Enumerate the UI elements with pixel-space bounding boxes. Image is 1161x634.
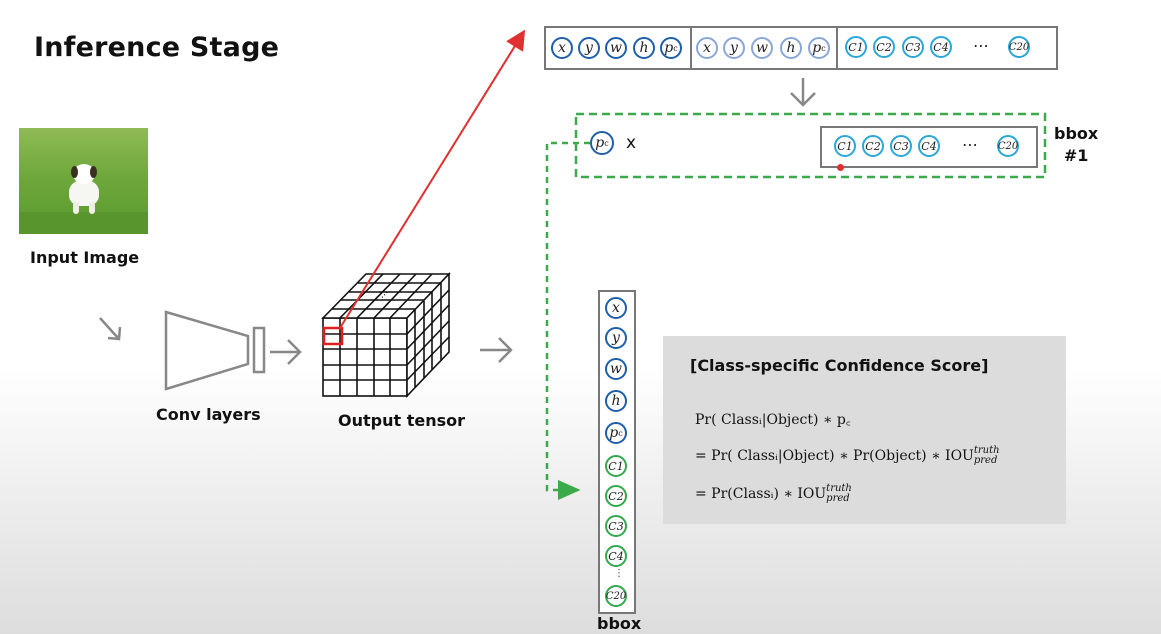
vvec-ellipsis: ⋮ [614, 568, 624, 579]
output-tensor-cube [321, 272, 451, 398]
conv-layers-label: Conv layers [156, 405, 261, 424]
dog-ear [71, 166, 78, 178]
cursor-dot [837, 164, 844, 171]
vvec-x: x [605, 297, 627, 319]
vec-c4: C4 [930, 36, 952, 58]
vec-c3: C3 [902, 36, 924, 58]
bbox1-c2: C2 [862, 135, 884, 157]
red-arrow-cell-to-vector [339, 29, 526, 329]
confidence-score-panel: [Class-specific Confidence Score] Pr( Cl… [663, 336, 1066, 524]
iou-sup-3: truth [826, 483, 852, 494]
input-image-dog-photo [19, 128, 148, 234]
vvec-h: h [605, 390, 627, 412]
vec-x1: x [551, 37, 573, 59]
formula-line-2: = Pr( Classᵢ|Object) ∗ Pr(Object) ∗ IOUt… [695, 446, 1000, 466]
arrow-conv-to-tensor [270, 339, 302, 365]
vec-c1: C1 [845, 36, 867, 58]
iou-sub-2: pred [973, 455, 998, 466]
bbox-number-label: bbox #1 [1054, 124, 1099, 165]
vvec-c2: C2 [605, 485, 627, 507]
highlighted-grid-cell [322, 326, 344, 346]
dog-ear [90, 166, 97, 178]
vec-ellipsis: ⋯ [973, 36, 989, 55]
bbox1-dashed-frame [574, 112, 1047, 179]
vec-pc1-label: p [664, 40, 674, 56]
formula-line-1: Pr( Classᵢ|Object) ∗ p꜀ [695, 412, 851, 428]
panel-title: [Class-specific Confidence Score] [690, 356, 989, 375]
arrow-tensor-to-vector [480, 337, 513, 363]
dog-leg [73, 202, 79, 214]
vec-h2: h [780, 37, 802, 59]
input-image-label: Input Image [30, 248, 140, 267]
arrow-vector-down [790, 78, 816, 107]
vec-w1: w [605, 37, 627, 59]
vec-c2: C2 [873, 36, 895, 58]
vvec-c4: C4 [605, 545, 627, 567]
vvec-w: w [605, 358, 627, 380]
vec-pc2-label: p [812, 40, 822, 56]
formula-line-3-text: = Pr(Classᵢ) ∗ IOU [695, 486, 827, 502]
bbox1-c20: C20 [997, 135, 1019, 157]
vvec-pc-label: p [609, 425, 619, 441]
output-tensor-label: Output tensor [338, 411, 465, 430]
vec-c20: C20 [1008, 36, 1030, 58]
dog-body [69, 180, 99, 206]
bbox1-c3: C3 [890, 135, 912, 157]
iou-sup-2: truth [973, 445, 1000, 456]
vvec-c1: C1 [605, 455, 627, 477]
bbox1-c1: C1 [834, 135, 856, 157]
page-title: Inference Stage [34, 32, 280, 63]
dog-head [73, 164, 95, 184]
vec-h1: h [633, 37, 655, 59]
dog-leg [89, 202, 95, 214]
bbox1-ellipsis: ⋯ [962, 135, 978, 154]
vec-y2: y [723, 37, 745, 59]
bbox1-c4: C4 [918, 135, 940, 157]
multiply-sign: x [626, 133, 637, 153]
bbox1-pc-label: p [595, 135, 605, 151]
vec-y1: y [578, 37, 600, 59]
vvec-y: y [605, 327, 627, 349]
bbox-bottom-label: bbox [597, 614, 642, 633]
arrow-image-to-conv [99, 317, 122, 341]
green-dashed-connector [545, 141, 590, 500]
vvec-c3: C3 [605, 515, 627, 537]
vec-w2: w [751, 37, 773, 59]
vec-x2: x [696, 37, 718, 59]
conv-layers-shape [164, 310, 266, 391]
iou-sub-3: pred [826, 493, 850, 504]
vvec-c20: C20 [605, 585, 627, 607]
formula-line-2-text: = Pr( Classᵢ|Object) ∗ Pr(Object) ∗ IOU [695, 448, 974, 464]
grass [19, 212, 148, 234]
